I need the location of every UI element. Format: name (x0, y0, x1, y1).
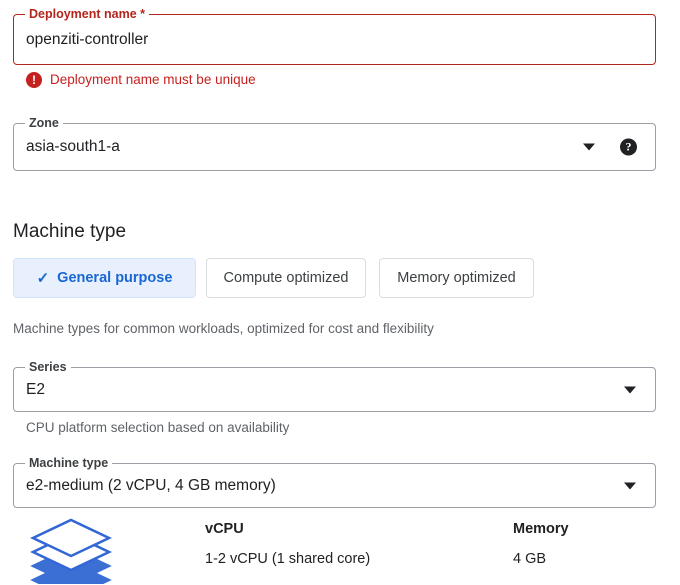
tab-compute-optimized-label: Compute optimized (223, 270, 349, 286)
zone-selected-value: asia-south1-a (26, 138, 120, 155)
tab-general-purpose[interactable]: ✓ General purpose (13, 258, 196, 298)
tab-memory-optimized[interactable]: Memory optimized (379, 258, 534, 298)
machine-type-selected-value: e2-medium (2 vCPU, 4 GB memory) (26, 476, 276, 494)
deployment-name-error: ! Deployment name must be unique (26, 72, 256, 88)
series-selected-value: E2 (26, 380, 45, 398)
error-message-text: Deployment name must be unique (50, 72, 256, 87)
chevron-down-icon[interactable] (583, 143, 595, 151)
deployment-name-label: Deployment name * (25, 7, 150, 22)
chevron-down-icon[interactable] (624, 482, 636, 489)
deployment-name-label-text: Deployment name (29, 7, 137, 21)
machine-type-tabs-helper: Machine types for common workloads, opti… (13, 321, 434, 336)
zone-label: Zone (25, 116, 63, 131)
tab-general-purpose-label: General purpose (57, 270, 173, 286)
zone-field[interactable]: Zone asia-south1-a ? (13, 116, 656, 171)
spec-header-memory: Memory (513, 521, 569, 537)
spec-value-memory: 4 GB (513, 551, 547, 567)
machine-type-field[interactable]: Machine type e2-medium (2 vCPU, 4 GB mem… (13, 456, 656, 508)
spec-value-vcpu: 1-2 vCPU (1 shared core) (205, 551, 371, 567)
check-icon: ✓ (36, 269, 50, 287)
layers-stack-icon (30, 518, 112, 584)
series-field[interactable]: Series E2 (13, 360, 656, 412)
required-asterisk: * (140, 7, 146, 21)
series-helper: CPU platform selection based on availabi… (26, 420, 290, 435)
help-question-icon[interactable]: ? (620, 138, 637, 156)
error-exclamation-icon: ! (26, 72, 42, 88)
tab-memory-optimized-label: Memory optimized (397, 270, 516, 286)
spec-header-vcpu: vCPU (205, 521, 244, 537)
deployment-name-input[interactable]: openziti-controller (26, 30, 149, 48)
series-label: Series (25, 360, 71, 375)
machine-type-section-title: Machine type (13, 221, 127, 242)
chevron-down-icon[interactable] (624, 386, 636, 393)
machine-type-label: Machine type (25, 456, 113, 471)
deployment-name-field[interactable]: Deployment name * openziti-controller (13, 7, 656, 65)
tab-compute-optimized[interactable]: Compute optimized (206, 258, 366, 298)
